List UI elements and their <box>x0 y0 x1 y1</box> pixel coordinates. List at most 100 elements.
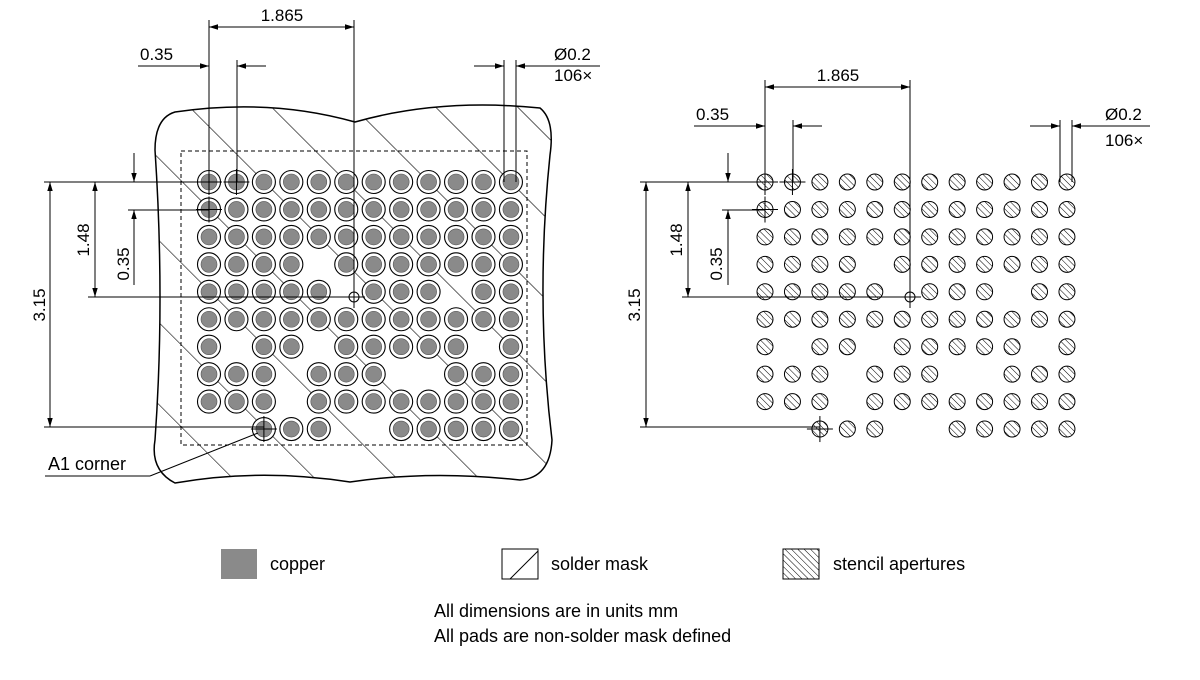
copper-pad <box>392 201 410 218</box>
package-outline <box>180 150 528 446</box>
dim-148-right: 1.48 <box>667 182 910 298</box>
stencil-aperture <box>1031 255 1048 273</box>
dim-315-right-label: 3.15 <box>625 288 644 321</box>
copper-pad <box>447 173 465 191</box>
copper-pad <box>255 256 273 273</box>
copper-pad <box>200 393 218 410</box>
dim-315-right: 3.15 <box>625 181 820 428</box>
copper-pad <box>310 228 328 246</box>
dim-pad-diameter-right: Ø0.2 106× <box>1030 105 1150 182</box>
pad-diameter-right-label: Ø0.2 <box>1105 105 1142 124</box>
left-pad-array <box>196 169 524 443</box>
left-view: 1.865 0.35 Ø0.2 106× 3.15 <box>30 6 600 484</box>
legend-stencil: stencil apertures <box>782 548 965 580</box>
stencil-aperture <box>976 173 994 191</box>
stencil-aperture <box>866 365 884 383</box>
copper-pad <box>255 393 273 410</box>
stencil-aperture <box>1058 420 1076 438</box>
stencil-aperture <box>893 200 911 218</box>
copper-pad <box>447 420 465 438</box>
copper-pad <box>475 228 492 246</box>
copper-pad <box>420 173 437 191</box>
copper-pad <box>228 228 245 246</box>
stencil-aperture <box>866 200 884 218</box>
stencil-aperture <box>1058 283 1076 301</box>
stencil-aperture <box>783 228 801 246</box>
stencil-aperture <box>838 338 856 356</box>
stencil-aperture <box>976 228 994 246</box>
copper-pad <box>420 283 437 301</box>
stencil-aperture <box>838 173 856 191</box>
stencil-aperture <box>948 393 966 411</box>
stencil-aperture <box>1058 338 1076 356</box>
copper-pad <box>420 310 437 328</box>
legend: copper solder mask stencil apertures <box>221 548 965 580</box>
copper-pad <box>255 283 273 301</box>
stencil-aperture <box>921 393 939 411</box>
stencil-aperture <box>921 173 939 191</box>
copper-pad <box>310 365 328 383</box>
copper-pad <box>502 338 520 356</box>
stencil-aperture <box>811 228 829 246</box>
pad-count-label: 106× <box>554 66 592 85</box>
copper-pad <box>283 173 300 191</box>
copper-pad <box>502 201 520 218</box>
copper-pad <box>365 283 383 301</box>
copper-pad <box>255 338 273 356</box>
copper-pad <box>255 201 273 218</box>
copper-pad <box>475 283 492 301</box>
stencil-aperture <box>838 310 856 328</box>
dim-035-label: 0.35 <box>140 45 173 64</box>
dim-1865-left: 1.865 <box>208 6 355 297</box>
copper-pad <box>337 393 355 410</box>
stencil-aperture <box>838 228 856 246</box>
stencil-aperture <box>976 310 994 328</box>
copper-pad <box>420 201 437 218</box>
copper-pad <box>228 201 245 218</box>
dim-035-vertical-label: 0.35 <box>114 247 133 280</box>
stencil-aperture <box>921 228 939 246</box>
stencil-aperture <box>1031 173 1048 191</box>
copper-pad <box>200 310 218 328</box>
legend-solder-mask: solder mask <box>501 548 649 580</box>
copper-pad <box>200 365 218 383</box>
copper-pad <box>392 338 410 356</box>
legend-stencil-label: stencil apertures <box>833 554 965 574</box>
copper-pad <box>337 365 355 383</box>
copper-pad <box>502 393 520 410</box>
copper-pad <box>502 228 520 246</box>
dim-035-horizontal-left: 0.35 <box>138 45 266 182</box>
copper-pad <box>310 393 328 410</box>
stencil-aperture <box>976 283 994 301</box>
copper-pad <box>228 310 245 328</box>
note-line-1: All dimensions are in units mm <box>434 601 678 621</box>
stencil-aperture <box>1058 255 1076 273</box>
stencil-aperture <box>866 420 884 438</box>
copper-pad <box>447 338 465 356</box>
copper-pad <box>447 228 465 246</box>
copper-pad <box>365 201 383 218</box>
copper-pad <box>447 393 465 410</box>
copper-pad <box>420 228 437 246</box>
stencil-aperture <box>976 200 994 218</box>
copper-pad <box>310 201 328 218</box>
copper-pad <box>392 173 410 191</box>
dim-035-right-label: 0.35 <box>696 105 729 124</box>
copper-pad <box>255 173 273 191</box>
dim-148-right-label: 1.48 <box>667 223 686 256</box>
copper-pad <box>283 310 300 328</box>
stencil-aperture <box>756 283 774 301</box>
stencil-aperture <box>811 365 829 383</box>
copper-pad <box>255 228 273 246</box>
copper-pad <box>447 201 465 218</box>
stencil-aperture <box>866 310 884 328</box>
copper-pad <box>475 393 492 410</box>
copper-pad <box>337 338 355 356</box>
copper-pad <box>475 420 492 438</box>
copper-pad <box>475 256 492 273</box>
stencil-aperture <box>783 200 801 218</box>
copper-pad <box>310 173 328 191</box>
copper-pad <box>365 310 383 328</box>
copper-pad <box>365 256 383 273</box>
